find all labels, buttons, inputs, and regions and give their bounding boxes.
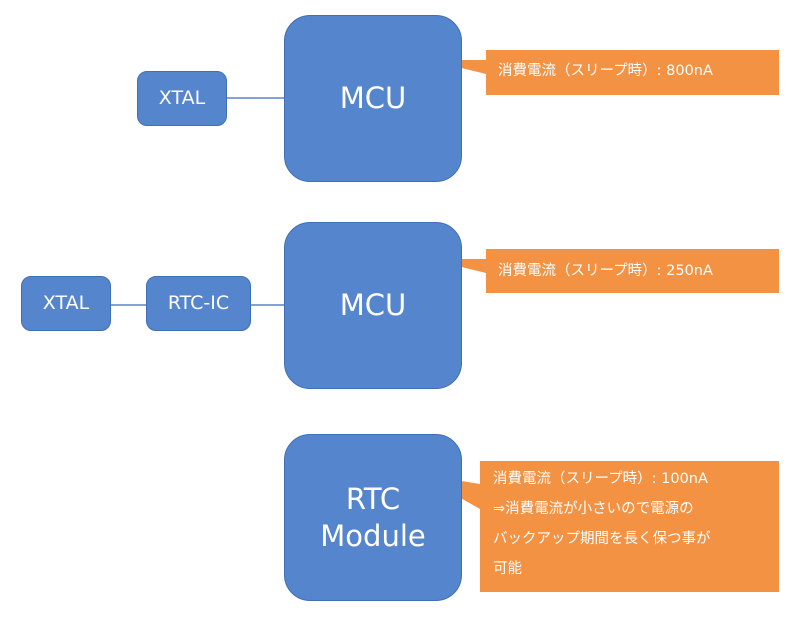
- rtc-ic-box: RTC-IC: [146, 276, 251, 331]
- note-3-line-1: 消費電流（スリープ時）: 100nA: [493, 471, 708, 487]
- rtc-module-box: RTC Module: [284, 434, 462, 601]
- mcu-label-2: MCU: [339, 288, 407, 323]
- note-3-line-3: バックアップ期間を長く保つ事が: [493, 531, 711, 547]
- note-3-line-2: ⇒消費電流が小さいので電源の: [493, 501, 694, 517]
- xtal-box-1: XTAL: [137, 71, 227, 126]
- sleep-current-note-2: 消費電流（スリープ時）: 250nA: [490, 256, 779, 286]
- mcu-box-2: MCU: [284, 222, 462, 389]
- rtc-module-label: RTC Module: [320, 482, 426, 553]
- rtc-ic-label: RTC-IC: [167, 291, 230, 314]
- note-text-2: 消費電流（スリープ時）: 250nA: [498, 263, 713, 279]
- sleep-current-note-3: 消費電流（スリープ時）: 100nA ⇒消費電流が小さいので電源の バックアップ…: [485, 464, 779, 584]
- callout-shape-1: [429, 50, 779, 95]
- callout-shape-3: [418, 461, 779, 592]
- mcu-label-1: MCU: [339, 81, 407, 116]
- xtal-label-2: XTAL: [42, 291, 90, 314]
- mcu-box-1: MCU: [284, 15, 462, 182]
- xtal-box-2: XTAL: [21, 276, 111, 331]
- xtal-label-1: XTAL: [158, 86, 206, 109]
- note-3-line-4: 可能: [493, 561, 522, 577]
- note-text-1: 消費電流（スリープ時）: 800nA: [498, 63, 713, 79]
- callout-shape-2: [429, 249, 779, 293]
- sleep-current-note-1: 消費電流（スリープ時）: 800nA: [490, 56, 779, 86]
